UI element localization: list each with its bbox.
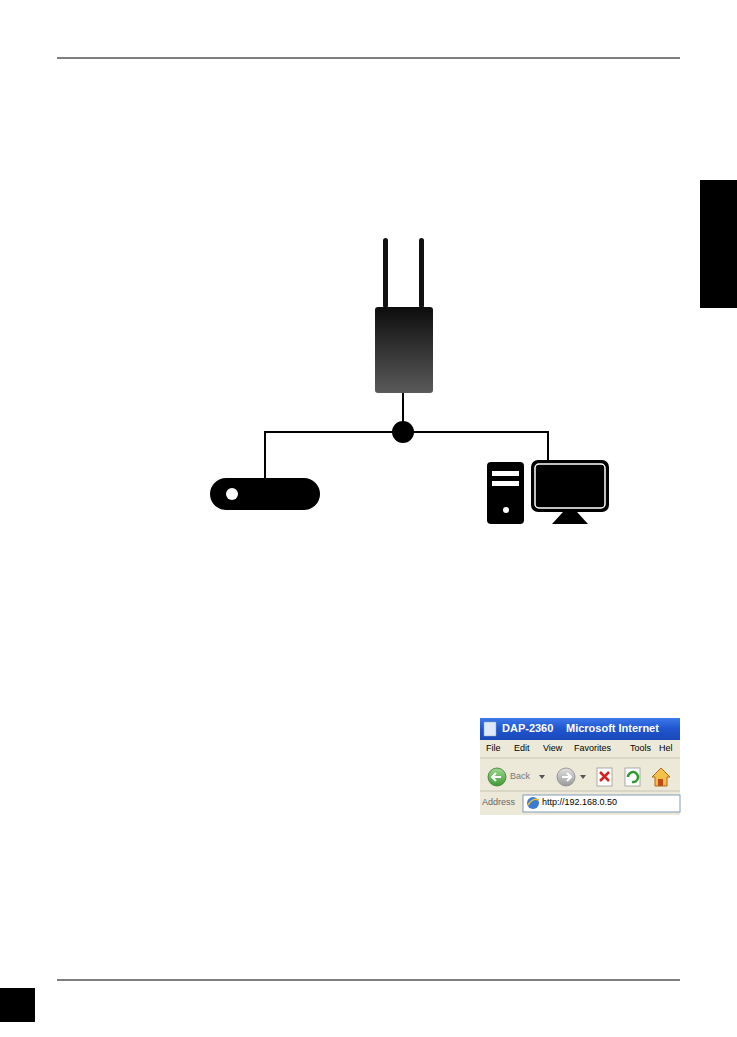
menu-item: Favorites <box>574 744 611 753</box>
menu-item: Tools <box>630 744 651 753</box>
window-icon <box>484 722 496 736</box>
title-bar <box>480 718 680 740</box>
monitor-stand <box>552 512 588 524</box>
dropdown <box>539 775 545 779</box>
page-icon-ring <box>528 799 539 805</box>
page-icon <box>527 797 539 809</box>
side-tab <box>700 180 737 308</box>
stop-x <box>600 772 609 781</box>
header-rule <box>57 57 680 58</box>
toolbar-label: Back <box>510 772 530 781</box>
forward-arrow <box>562 773 571 781</box>
antenna <box>383 238 388 308</box>
footer-rule <box>57 979 680 980</box>
menu-separator <box>480 758 680 759</box>
monitor <box>531 460 609 512</box>
refresh-arrow <box>628 772 638 782</box>
back-button <box>488 768 506 786</box>
address-field <box>523 795 680 812</box>
monitor-screen <box>535 464 605 508</box>
pc-tower <box>487 462 524 524</box>
page-number-box <box>0 988 35 1022</box>
menu-item: Hel <box>659 744 673 753</box>
toolbar-separator <box>480 791 680 792</box>
back-arrow <box>492 773 501 781</box>
drive-bay <box>492 471 519 476</box>
power-button <box>503 507 509 513</box>
access-point <box>375 307 433 393</box>
forward-button <box>557 768 575 786</box>
address-label: Address <box>482 798 515 807</box>
url-text: http://192.168.0.50 <box>542 798 617 807</box>
window-title: Microsoft Internet <box>566 723 659 734</box>
antenna <box>419 238 424 308</box>
stop-button <box>597 768 612 786</box>
home-button <box>652 768 670 786</box>
dropdown <box>580 775 586 779</box>
router-led <box>226 488 238 500</box>
router <box>210 478 320 510</box>
menu-item: File <box>486 744 501 753</box>
browser-window <box>480 718 680 815</box>
junction-dot <box>392 421 414 443</box>
menu-item: Edit <box>514 744 530 753</box>
window-title: DAP-2360 <box>502 723 553 734</box>
menu-item: View <box>543 744 562 753</box>
refresh-button <box>625 768 640 786</box>
drive-bay <box>492 481 519 486</box>
home-door <box>658 779 663 786</box>
